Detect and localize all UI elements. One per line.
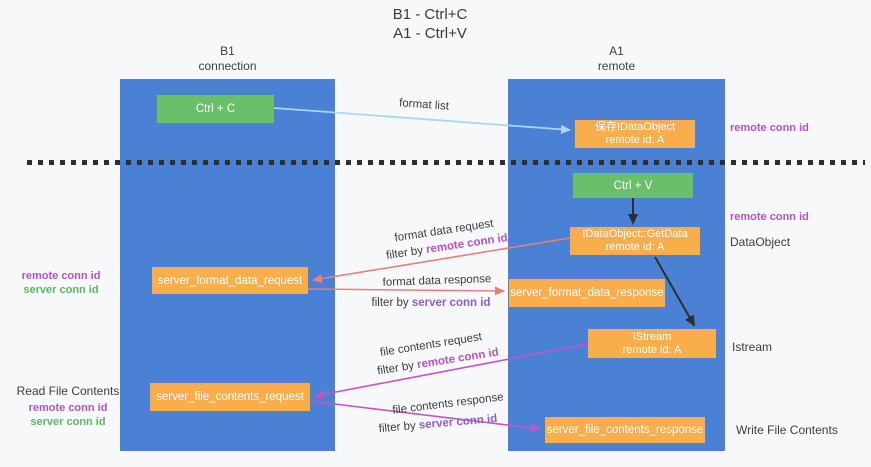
title-line-2: A1 - Ctrl+V [393, 25, 467, 42]
format-data-response-arrow [307, 286, 505, 296]
server-file-contents-response-label: server_file_contents_response [546, 424, 704, 436]
write-file-contents-label: Write File Contents [736, 423, 838, 437]
server-file-contents-request-label: server_file_contents_request [156, 391, 304, 403]
istream-side-label: Istream [732, 340, 773, 354]
left-remote-conn-id-mid: remote conn id [21, 270, 101, 282]
server-conn-id-key: server conn id [411, 297, 491, 309]
istream-box: IStream remote id: A [588, 329, 716, 358]
server-format-data-request-box: server_format_data_request [152, 267, 308, 294]
filter-by-text: filter by [376, 359, 415, 378]
diagram-title: B1 - Ctrl+C A1 - Ctrl+V [280, 5, 580, 43]
dashed-divider [27, 160, 865, 165]
istream-line1: IStream [632, 330, 672, 343]
right-remote-conn-id-mid: remote conn id [730, 211, 809, 223]
ctrl-v-label: Ctrl + V [613, 179, 653, 192]
server-format-data-response-label: server_format_data_response [510, 287, 664, 299]
idataobject-getdata-box: IDataObject::GetData remote id: A [570, 227, 700, 255]
server-format-data-response-box: server_format_data_response [509, 279, 665, 307]
title-line-1: B1 - Ctrl+C [392, 6, 468, 23]
ctrl-c-box: Ctrl + C [157, 95, 274, 123]
left-remote-conn-id-bottom: remote conn id [28, 402, 108, 414]
server-format-data-request-label: server_format_data_request [157, 274, 303, 287]
filter-by-text: filter by [385, 244, 424, 263]
save-idataobject-line1: 保存IDataObject [594, 121, 676, 133]
lane-header-b1: B1 connection [120, 44, 335, 74]
getdata-line1: IDataObject::GetData [582, 228, 688, 240]
left-server-conn-id-bottom: server conn id [30, 416, 106, 428]
getdata-line2: remote id: A [605, 241, 665, 253]
lane-header-a1: A1 remote [508, 44, 725, 74]
ctrl-v-box: Ctrl + V [573, 173, 693, 198]
format-data-response-filter: filter by server conn id [372, 297, 491, 309]
right-remote-conn-id-top: remote conn id [730, 122, 809, 134]
filter-by-text: filter by [371, 297, 409, 309]
left-legend-bottom: Read File Contents remote conn id server… [14, 384, 122, 429]
format-list-label: format list [398, 97, 450, 113]
server-conn-id-key: server conn id [418, 412, 498, 432]
dataobject-label: DataObject [730, 235, 791, 249]
server-file-contents-response-box: server_file_contents_response [545, 417, 705, 443]
lane-a1-subtitle: remote [597, 59, 636, 73]
filter-by-text: filter by [378, 419, 417, 436]
istream-line2: remote id: A [622, 343, 682, 356]
lane-b1-subtitle: connection [198, 59, 257, 73]
left-server-conn-id-mid: server conn id [23, 284, 99, 296]
left-legend-mid: remote conn id server conn id [16, 269, 106, 297]
ctrl-c-label: Ctrl + C [195, 103, 236, 115]
save-idataobject-line2: remote id: A [605, 134, 665, 146]
server-file-contents-request-box: server_file_contents_request [150, 383, 310, 411]
read-file-contents-label: Read File Contents [16, 384, 120, 398]
lane-b1-title: B1 [220, 44, 235, 58]
lane-a1-title: A1 [609, 44, 624, 58]
format-data-response-label: format data response [382, 273, 492, 289]
save-idataobject-box: 保存IDataObject remote id: A [575, 120, 695, 148]
